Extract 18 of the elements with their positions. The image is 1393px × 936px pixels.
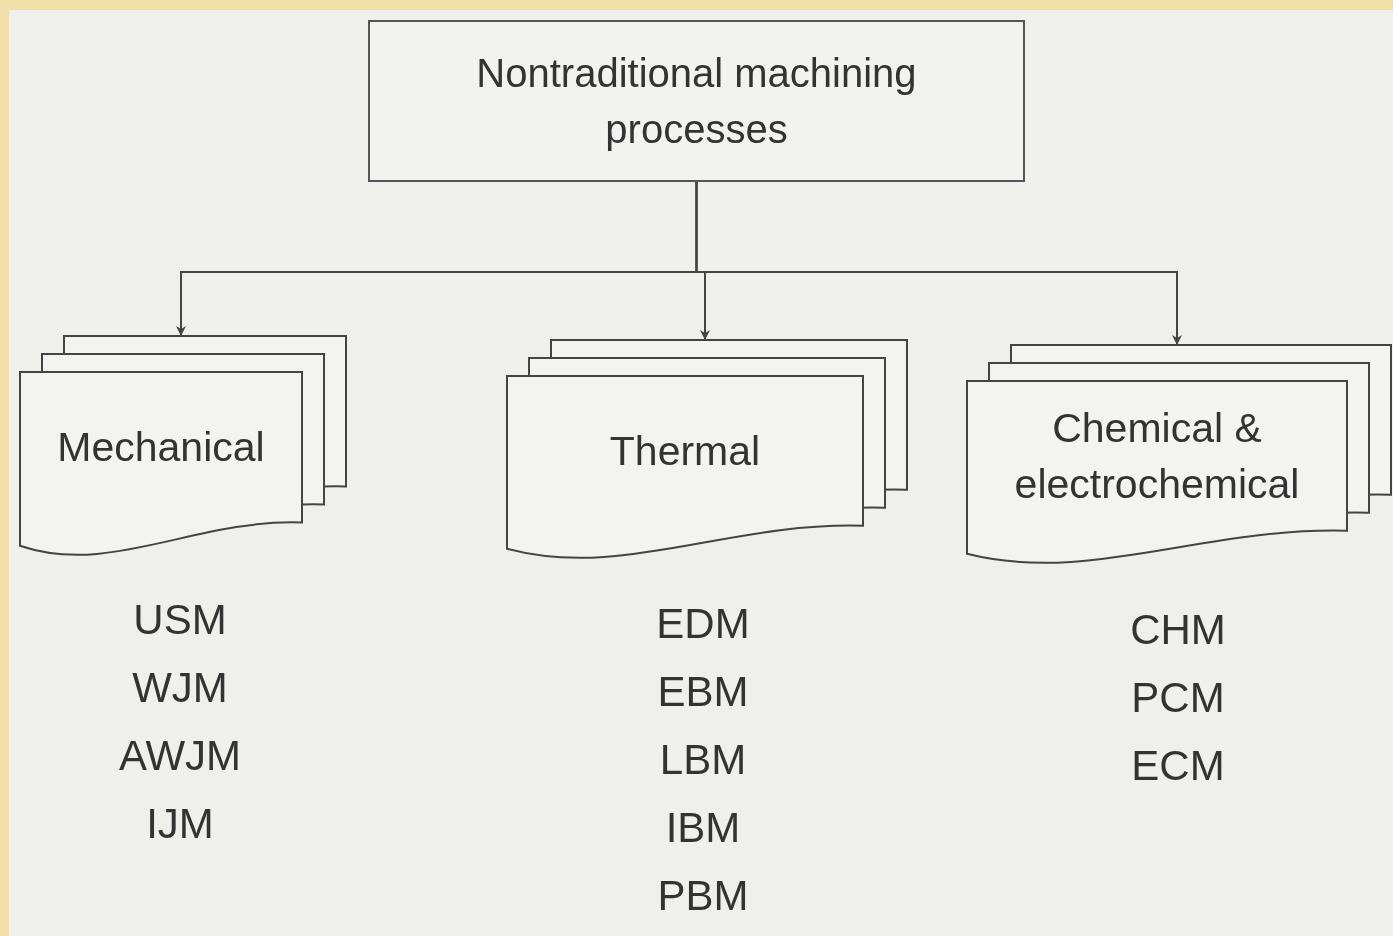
process-abbreviation: EDM <box>656 599 750 649</box>
arrow <box>695 181 1182 346</box>
process-abbreviation: EBM <box>657 667 749 717</box>
category-label: Chemical & electrochemical <box>1013 403 1301 509</box>
process-abbreviation: WJM <box>132 663 228 713</box>
category-label: Mechanical <box>57 423 265 473</box>
process-abbreviation: PCM <box>1131 673 1225 723</box>
process-abbreviation: IJM <box>146 799 214 849</box>
process-abbreviation: ECM <box>1131 741 1225 791</box>
process-abbreviation: PBM <box>657 871 749 921</box>
process-abbreviation: CHM <box>1130 605 1226 655</box>
node-title: Nontraditional machining processes <box>475 50 918 153</box>
process-abbreviation: USM <box>133 595 227 645</box>
category-label: Thermal <box>609 426 761 476</box>
process-abbreviation: IBM <box>665 803 741 853</box>
process-abbreviation: LBM <box>659 735 747 785</box>
process-abbreviation: AWJM <box>118 731 242 781</box>
process-box <box>368 20 1025 182</box>
